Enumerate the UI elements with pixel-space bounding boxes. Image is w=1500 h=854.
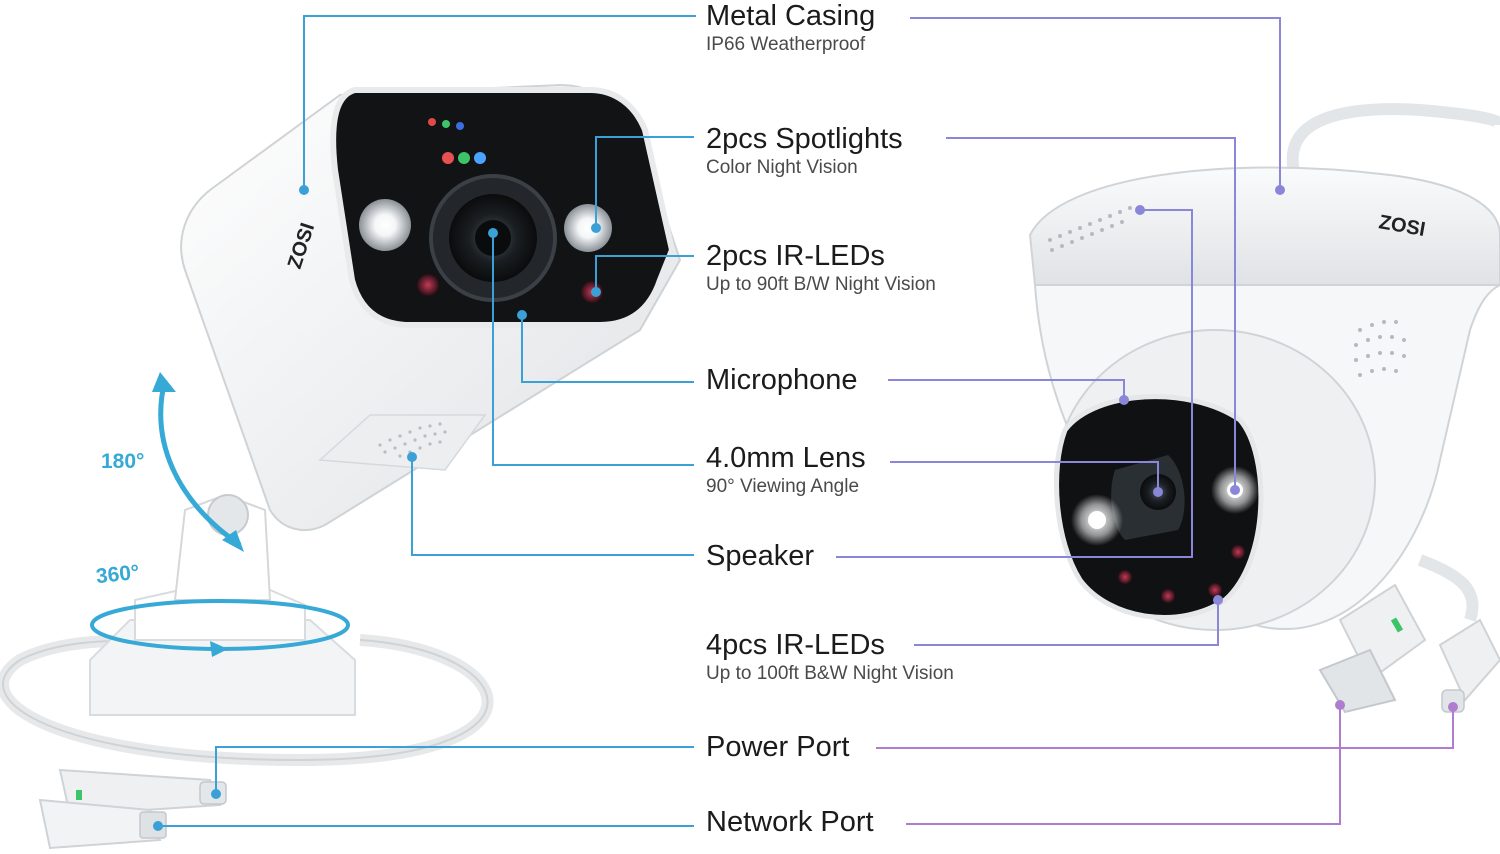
feature-title: Speaker (706, 540, 815, 572)
feature-title: Network Port (706, 806, 874, 838)
feature-metal-casing: Metal Casing IP66 Weatherproof (706, 0, 875, 57)
dome-camera (1028, 103, 1500, 714)
feature-subtitle: Up to 100ft B&W Night Vision (706, 663, 954, 684)
feature-title: Metal Casing (706, 0, 876, 32)
callout-lines (158, 15, 1454, 827)
feature-lens: 4.0mm Lens 90° Viewing Angle (706, 442, 866, 499)
feature-ir-leds-4: 4pcs IR-LEDs Up to 100ft B&W Night Visio… (706, 629, 954, 686)
feature-title: Microphone (706, 364, 858, 396)
feature-title: 2pcs IR-LEDs (706, 240, 885, 272)
feature-microphone: Microphone (706, 364, 858, 396)
feature-subtitle: IP66 Weatherproof (706, 34, 866, 55)
feature-subtitle: Up to 90ft B/W Night Vision (706, 274, 936, 295)
feature-speaker: Speaker (706, 540, 814, 572)
feature-title: 4.0mm Lens (706, 442, 866, 474)
feature-power-port: Power Port (706, 731, 849, 763)
feature-title: Power Port (706, 731, 850, 763)
feature-subtitle: Color Night Vision (706, 157, 858, 178)
tilt-degree-label: 180° (101, 450, 145, 473)
feature-ir-leds-2: 2pcs IR-LEDs Up to 90ft B/W Night Vision (706, 240, 936, 297)
feature-title: 4pcs IR-LEDs (706, 629, 885, 661)
feature-network-port: Network Port (706, 806, 874, 838)
rotation-arrows (90, 372, 350, 657)
callout-dots (153, 185, 1458, 831)
feature-title: 2pcs Spotlights (706, 123, 903, 155)
feature-spotlights: 2pcs Spotlights Color Night Vision (706, 123, 903, 180)
feature-subtitle: 90° Viewing Angle (706, 476, 860, 497)
pan-degree-label: 360° (94, 560, 141, 589)
